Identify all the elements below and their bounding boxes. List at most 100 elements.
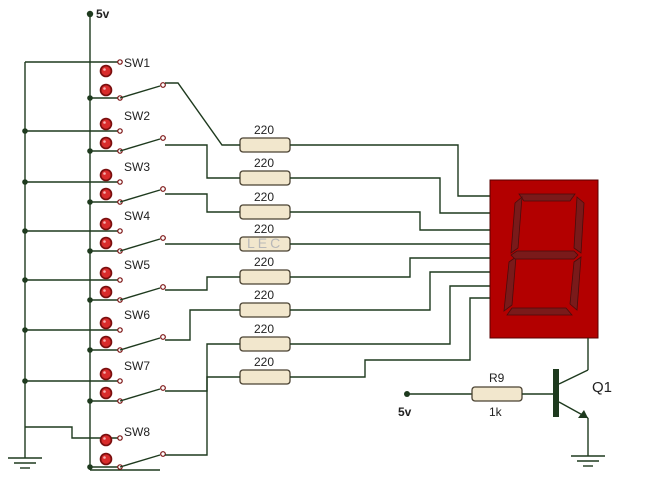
switch-pin — [117, 228, 123, 234]
wire-sw5-r5 — [165, 276, 240, 291]
vcc-label-bottom: 5v — [398, 405, 412, 419]
switch-lever — [119, 138, 161, 152]
switch-6[interactable]: SW6 — [22, 308, 166, 353]
junction-dot — [87, 297, 93, 303]
base-resistor-r9 — [404, 386, 553, 402]
switch-pin — [160, 135, 166, 141]
ground-symbol-left — [8, 457, 42, 469]
wire-r1-display — [290, 144, 490, 197]
switch-label: SW7 — [124, 359, 150, 373]
wire-sw2-r2 — [165, 144, 240, 179]
switch-lever — [119, 189, 161, 203]
resistor-display-wires — [290, 144, 490, 378]
junction-dot — [87, 464, 93, 470]
junction-dot — [87, 398, 93, 404]
switch-5[interactable]: SW5 — [22, 258, 166, 303]
junction-dot — [22, 327, 28, 333]
switch-8[interactable]: SW8 — [25, 425, 166, 470]
junction-dot — [87, 347, 93, 353]
switch-button-icon[interactable] — [99, 117, 113, 131]
resistor-value: 220 — [254, 255, 274, 269]
switch-4[interactable]: SW4 — [22, 209, 166, 254]
resistor-6: 220 — [239, 288, 291, 318]
switch-lever — [119, 238, 161, 252]
segment-c — [569, 256, 582, 311]
switch-pin — [117, 179, 123, 185]
junction-dot — [22, 128, 28, 134]
switch-7[interactable]: SW7 — [22, 359, 166, 404]
switch-button-icon[interactable] — [99, 433, 113, 447]
switch-label: SW1 — [124, 56, 150, 70]
switch-1[interactable]: SW1 — [87, 56, 166, 101]
resistor-value: 220 — [254, 322, 274, 336]
resistor-value: 220 — [254, 222, 274, 236]
segment-f — [510, 196, 523, 254]
junction-dot — [87, 148, 93, 154]
segment-b — [573, 196, 585, 254]
switch-ground-wire — [25, 426, 118, 439]
resistor-body — [239, 369, 291, 385]
switch-pin — [117, 128, 123, 134]
switch-button-icon[interactable] — [99, 285, 113, 299]
switch-button-icon[interactable] — [99, 236, 113, 250]
junction-dot — [87, 248, 93, 254]
switch-button-icon[interactable] — [99, 187, 113, 201]
npn-transistor-q1 — [553, 338, 605, 467]
switch-lever — [119, 85, 161, 99]
switch-pin — [160, 334, 166, 340]
switch-lever — [119, 388, 161, 402]
resistor-7: 220 — [239, 322, 291, 352]
ground-rail — [8, 61, 118, 469]
resistor-5: 220 — [239, 255, 291, 285]
resistor-value: 220 — [254, 355, 274, 369]
junction-dot — [22, 228, 28, 234]
wire-r7-display — [290, 285, 490, 345]
switch-lever — [119, 287, 161, 301]
switch-pin — [117, 435, 123, 441]
switch-pin — [117, 277, 123, 283]
vcc-label-top: 5v — [96, 7, 110, 21]
switch-2[interactable]: SW2 — [22, 109, 166, 154]
switch-label: SW3 — [124, 160, 150, 174]
resistor-body — [239, 302, 291, 318]
resistor-4: 220 — [239, 222, 291, 252]
switch-button-icon[interactable] — [99, 335, 113, 349]
resistor-body — [239, 204, 291, 220]
switch-pin — [160, 82, 166, 88]
resistor-body — [239, 170, 291, 186]
ground-symbol-right — [571, 455, 605, 467]
resistor-8: 220 — [239, 355, 291, 385]
switch-pin — [117, 327, 123, 333]
switch-label: SW4 — [124, 209, 150, 223]
switch-button-icon[interactable] — [99, 168, 113, 182]
switch-button-icon[interactable] — [99, 83, 113, 97]
switch-pin — [160, 284, 166, 290]
segment-d — [506, 307, 573, 316]
wire-r2-display — [290, 177, 490, 214]
junction-dot — [87, 199, 93, 205]
switch-3[interactable]: SW3 — [22, 160, 166, 205]
switch-button-icon[interactable] — [99, 266, 113, 280]
switch-lever — [119, 337, 161, 351]
switch-button-icon[interactable] — [99, 64, 113, 78]
switch-button-icon[interactable] — [99, 386, 113, 400]
resistor-value: 220 — [254, 156, 274, 170]
junction-dot — [87, 95, 93, 101]
switch-label: SW2 — [124, 109, 150, 123]
resistor-1: 220 — [239, 123, 291, 153]
switch-pin — [117, 59, 123, 65]
switch-pin — [160, 235, 166, 241]
switch-button-icon[interactable] — [99, 367, 113, 381]
switch-button-icon[interactable] — [99, 452, 113, 466]
switch-button-icon[interactable] — [99, 136, 113, 150]
wire-sw1-r1 — [165, 82, 240, 146]
wire-sw6-r6 — [165, 309, 240, 341]
switch-button-icon[interactable] — [99, 217, 113, 231]
switch-label: SW5 — [124, 258, 150, 272]
watermark: LEC — [247, 235, 283, 251]
switch-button-icon[interactable] — [99, 316, 113, 330]
switch-label: SW6 — [124, 308, 150, 322]
